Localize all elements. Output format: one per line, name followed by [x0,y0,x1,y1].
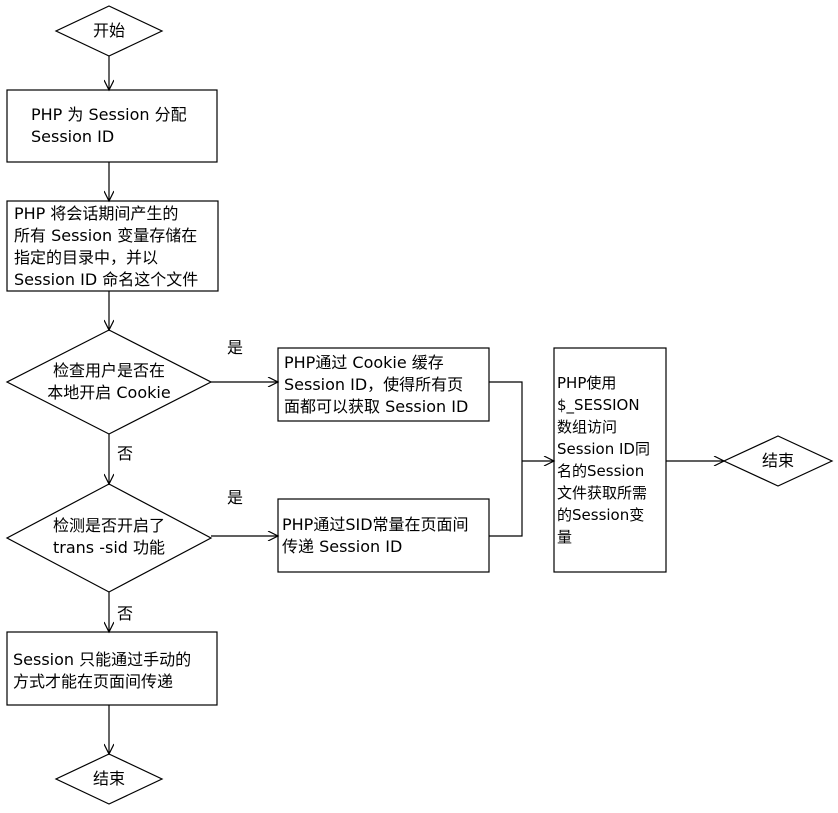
use-session-line-5: 名的Session [557,462,645,480]
use-session-line-8: 量 [557,528,573,546]
store-label: PHP 将会话期间产生的 所有 Session 变量存储在 指定的目录中，并以 … [14,203,198,291]
cookie-cache-line-1: PHP通过 Cookie 缓存 [284,353,444,372]
store-line-3: 指定的目录中，并以 [14,248,159,267]
use-session-line-2: $_SESSION [557,396,640,414]
yes-label-2: 是 [227,488,244,507]
store-line-4: Session ID 命名这个文件 [14,270,199,289]
sid-const-label: PHP通过SID常量在页面间 传递 Session ID [282,514,469,558]
use-session-line-6: 文件获取所需 [557,484,648,502]
use-session-line-3: 数组访问 [557,418,618,436]
check-transsid-line-1: 检测是否开启了 [52,516,165,535]
assign-line-1: PHP 为 Session 分配 [31,105,187,124]
manual-box [6,631,218,706]
check-transsid-label: 检测是否开启了 trans -sid 功能 [7,515,211,559]
start-label: 开始 [92,21,125,40]
assign-line-2: Session ID [31,127,115,146]
manual-line-2: 方式才能在页面间传递 [13,672,174,691]
end-left-shape [54,753,164,805]
store-line-2: 所有 Session 变量存储在 [14,226,198,245]
cookie-cache-line-3: 面都可以获取 Session ID [284,397,469,416]
end-right-shape [722,435,834,487]
check-cookie-line-2: 本地开启 Cookie [47,383,171,402]
cookie-cache-box [277,347,490,422]
cookie-cache-line-2: Session ID，使得所有页 [284,375,464,394]
cookie-cache-label: PHP通过 Cookie 缓存 Session ID，使得所有页 面都可以获取 … [284,352,468,418]
no-label-1: 否 [117,444,134,463]
assign-label: PHP 为 Session 分配 Session ID [31,104,187,148]
end-right-label: 结束 [761,451,794,470]
sid-const-line-1: PHP通过SID常量在页面间 [282,515,469,534]
use-session-label: PHP使用 $_SESSION 数组访问 Session ID同 名的Sessi… [557,372,650,548]
check-cookie-line-1: 检查用户是否在 [52,361,165,380]
use-session-box [553,347,667,573]
check-transsid-line-2: trans -sid 功能 [52,538,166,557]
check-cookie-label: 检查用户是否在 本地开启 Cookie [7,360,211,404]
assign-box [6,89,218,163]
edge-sid-merge [489,461,523,537]
end-left-label: 结束 [92,769,125,788]
use-session-line-1: PHP使用 [557,374,617,392]
manual-label: Session 只能通过手动的 方式才能在页面间传递 [13,649,191,693]
sid-const-line-2: 传递 Session ID [282,537,403,556]
manual-line-1: Session 只能通过手动的 [13,650,192,669]
yes-label-1: 是 [227,338,244,357]
store-box [6,200,219,292]
edge-cookie-merge [489,381,523,461]
use-session-line-4: Session ID同 [557,440,650,458]
use-session-line-7: 的Session变 [557,506,645,524]
no-label-2: 否 [117,604,134,623]
store-line-1: PHP 将会话期间产生的 [14,204,179,223]
